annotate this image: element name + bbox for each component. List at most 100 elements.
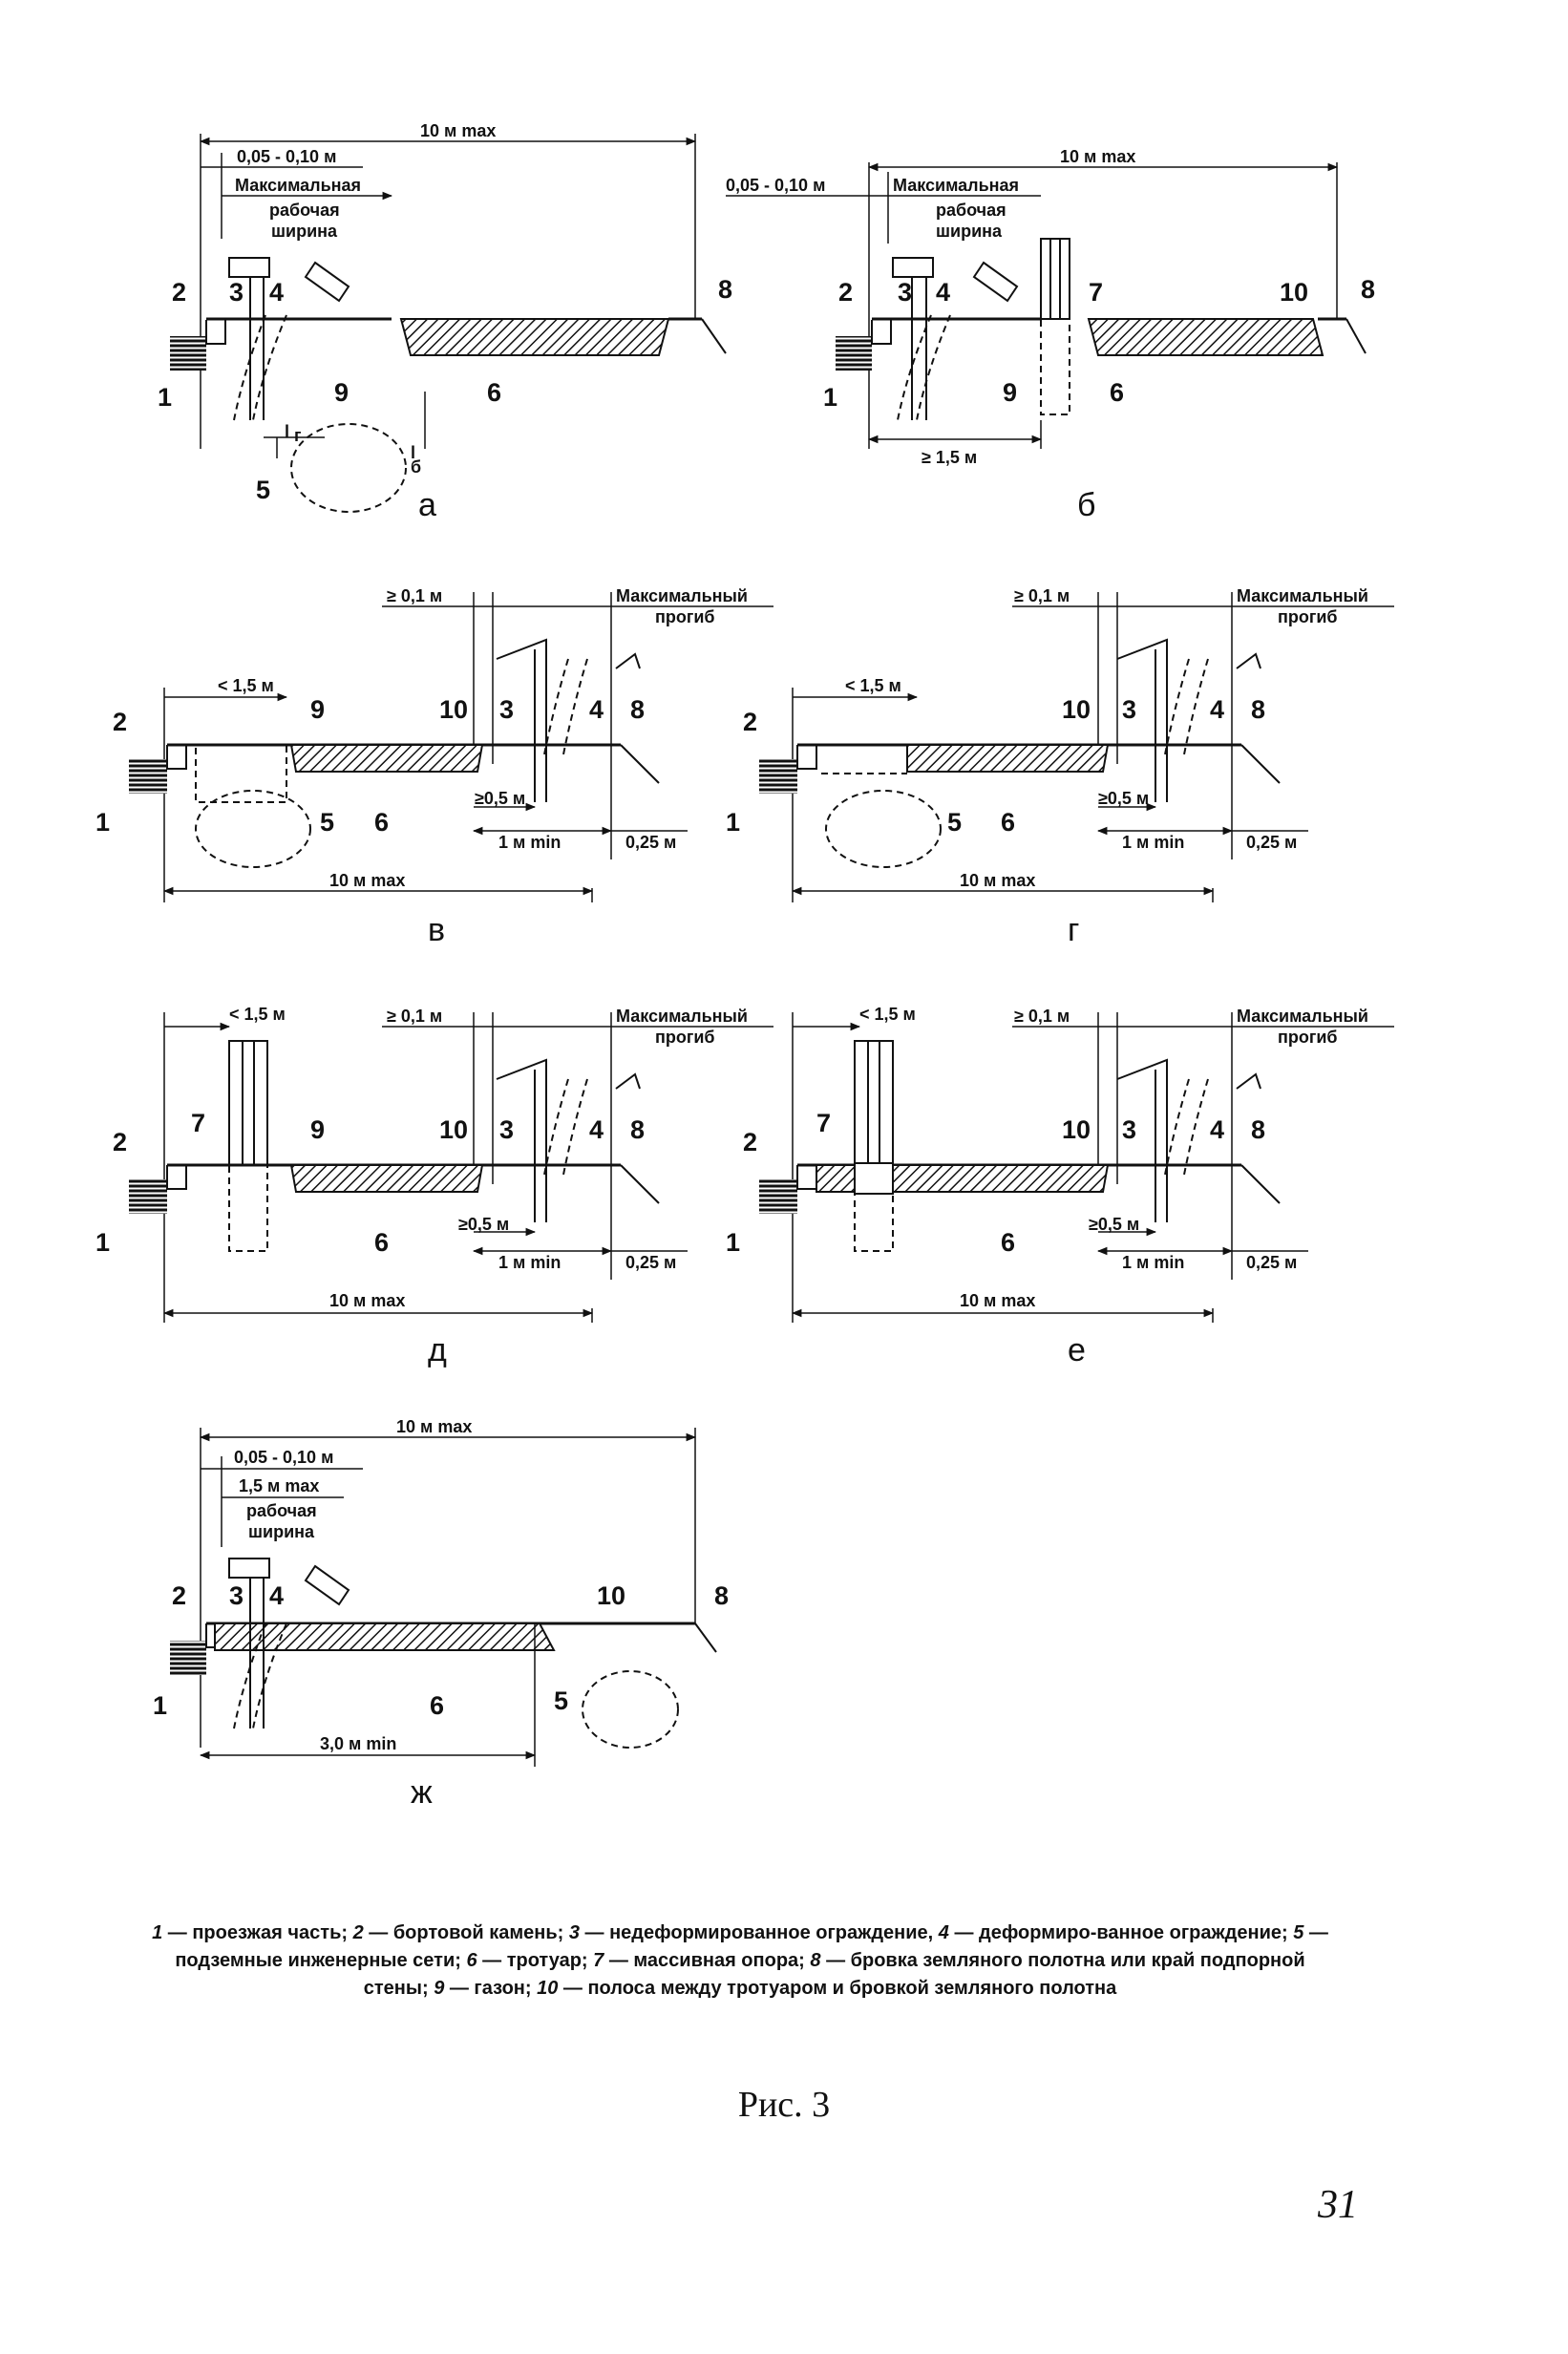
label-6-d: 6 [374, 1228, 389, 1257]
label-1-g: 1 [726, 808, 740, 837]
legend-item: 5 — подземные инженерные сети; [175, 1922, 1328, 1971]
label-4-zh: 4 [269, 1581, 284, 1610]
dim-work: рабочая [269, 201, 340, 220]
label-8-v: 8 [630, 695, 645, 724]
dim-1min-g: 1 м min [1122, 833, 1184, 852]
dim-width-zh: ширина [248, 1522, 315, 1541]
dim-lb: l [411, 443, 415, 462]
label-10-zh: 10 [597, 1581, 625, 1610]
label-3-b: 3 [898, 278, 912, 307]
legend-number: 4 [938, 1922, 955, 1943]
legend-text: — проезжая часть; [167, 1922, 353, 1943]
label-9: 9 [334, 378, 349, 407]
label-4-e: 4 [1210, 1115, 1224, 1144]
label-6-b: 6 [1110, 378, 1124, 407]
label-2-zh: 2 [172, 1581, 186, 1610]
dim-offset-b: 0,05 - 0,10 м [726, 176, 825, 195]
label-6-e: 6 [1001, 1228, 1015, 1257]
panel-zh: 10 м max 0,05 - 0,10 м 1,5 м max рабочая… [153, 1417, 729, 1811]
legend-number: 2 [352, 1922, 370, 1943]
legend-text: — бортовой камень; [369, 1922, 569, 1943]
label-4-b: 4 [936, 278, 950, 307]
dim-025-d: 0,25 м [625, 1253, 676, 1272]
dim-lt15-e: < 1,5 м [859, 1005, 916, 1024]
legend-item: 10 — полоса между тротуаром и бровкой зе… [537, 1978, 1116, 1999]
dim-ge01-v: ≥ 0,1 м [387, 586, 442, 605]
dim-lt15-d: < 1,5 м [229, 1005, 286, 1024]
dim-work-b: рабочая [936, 201, 1006, 220]
label-5: 5 [256, 476, 270, 504]
label-3-e: 3 [1122, 1115, 1136, 1144]
legend-text: — массивная опора; [608, 1950, 811, 1971]
label-1-b: 1 [823, 383, 837, 412]
panel-label-d: д [428, 1332, 447, 1368]
dim-ge15-b: ≥ 1,5 м [922, 448, 977, 467]
label-8-e: 8 [1251, 1115, 1265, 1144]
label-2-d: 2 [113, 1128, 127, 1156]
label-9-b: 9 [1003, 378, 1017, 407]
dim-ge05-v: ≥0,5 м [475, 789, 525, 808]
label-3: 3 [229, 278, 244, 307]
label-1: 1 [158, 383, 172, 412]
label-3-v: 3 [499, 695, 514, 724]
panel-v: 10 м max < 1,5 м ≥ 0,1 м Максимальный пр… [95, 586, 773, 948]
dim-1min-d: 1 м min [498, 1253, 561, 1272]
legend-number: 9 [434, 1978, 450, 1999]
panel-label-e: е [1068, 1332, 1086, 1368]
legend-text: — бровка земляного полотна или край подп… [363, 1950, 1305, 1999]
dim-ge01-e: ≥ 0,1 м [1014, 1007, 1070, 1026]
label-3-zh: 3 [229, 1581, 244, 1610]
label-6-g: 6 [1001, 808, 1015, 837]
dim-maxdefl1-d: Максимальный [616, 1007, 748, 1026]
legend-number: 10 [537, 1978, 563, 1999]
legend-number: 1 [152, 1922, 168, 1943]
legend-number: 5 [1293, 1922, 1309, 1943]
legend-text: — тротуар; [482, 1950, 594, 1971]
label-4: 4 [269, 278, 284, 307]
label-10-d: 10 [439, 1115, 468, 1144]
panel-e: 10 м max < 1,5 м ≥ 0,1 м Максимальный пр… [726, 1005, 1394, 1368]
dim-10m-max-v: 10 м max [329, 871, 405, 890]
legend-text: — полоса между тротуаром и бровкой земля… [562, 1978, 1117, 1999]
panel-label-a: а [418, 487, 436, 523]
legend-item: 4 — деформиро-ванное ограждение; [939, 1922, 1293, 1943]
legend-text: — недеформированное ограждение, [584, 1922, 939, 1943]
panel-b: 10 м max 0,05 - 0,10 м Максимальная рабо… [726, 147, 1375, 523]
label-5-zh: 5 [554, 1686, 568, 1715]
legend-item: 3 — недеформированное ограждение, [569, 1922, 939, 1943]
label-6-v: 6 [374, 808, 389, 837]
dim-width: ширина [271, 222, 338, 241]
dim-ge01-d: ≥ 0,1 м [387, 1007, 442, 1026]
dim-max-work: Максимальная [235, 176, 361, 195]
dim-3min-zh: 3,0 м min [320, 1734, 396, 1753]
legend-item: 2 — бортовой камень; [353, 1922, 569, 1943]
legend-text: — подземные инженерные сети; [175, 1922, 1328, 1971]
label-3-d: 3 [499, 1115, 514, 1144]
dim-lg-sub: г [294, 426, 302, 445]
label-5-v: 5 [320, 808, 334, 837]
panel-label-b: б [1077, 487, 1095, 523]
dim-max-work-b: Максимальная [893, 176, 1019, 195]
dim-025-e: 0,25 м [1246, 1253, 1297, 1272]
legend-item: 8 — бровка земляного полотна или край по… [364, 1950, 1305, 1999]
legend-item: 1 — проезжая часть; [152, 1922, 353, 1943]
dim-ge05-d: ≥0,5 м [458, 1215, 509, 1234]
legend-number: 3 [568, 1922, 585, 1943]
label-2: 2 [172, 278, 186, 307]
panel-label-zh: ж [411, 1774, 433, 1811]
panel-g: 10 м max < 1,5 м ≥ 0,1 м Максимальный пр… [726, 586, 1394, 948]
dim-025-g: 0,25 м [1246, 833, 1297, 852]
legend: 1 — проезжая часть; 2 — бортовой камень;… [143, 1919, 1337, 2003]
label-1-d: 1 [95, 1228, 110, 1257]
label-10-b: 10 [1280, 278, 1308, 307]
dim-025-v: 0,25 м [625, 833, 676, 852]
dim-offset-zh: 0,05 - 0,10 м [234, 1448, 333, 1467]
label-1-v: 1 [95, 808, 110, 837]
panel-a: 10 м max 0,05 - 0,10 м Максимальная рабо… [158, 121, 732, 523]
dim-max15-zh: 1,5 м max [239, 1476, 319, 1495]
label-9-v: 9 [310, 695, 325, 724]
label-2-e: 2 [743, 1128, 757, 1156]
dim-10m-max: 10 м max [420, 121, 496, 140]
legend-number: 7 [593, 1950, 609, 1971]
legend-item: 7 — массивная опора; [593, 1950, 810, 1971]
